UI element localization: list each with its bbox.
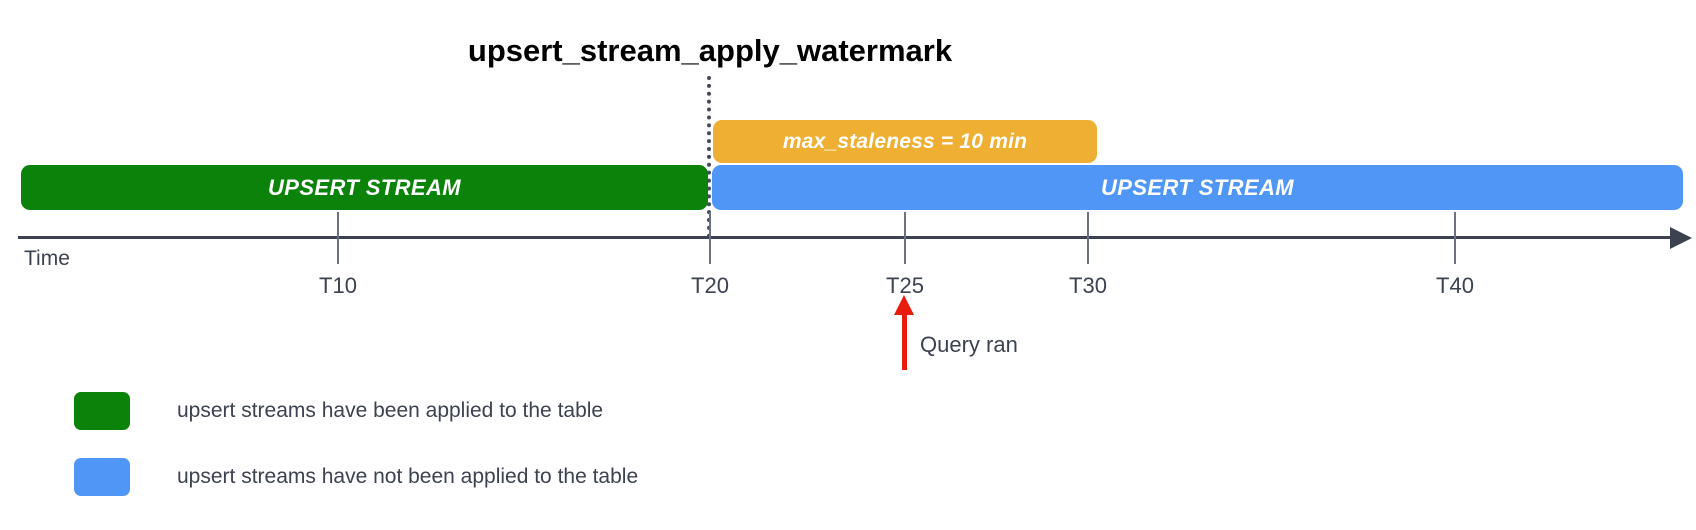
axis-tick-t30 [1087,212,1089,264]
time-axis-line [18,236,1676,239]
axis-tick-t25 [904,212,906,264]
diagram-title: upsert_stream_apply_watermark [467,33,953,68]
legend-swatch [74,392,130,430]
time-axis-label: Time [24,247,70,270]
axis-tick-t10 [337,212,339,264]
axis-tick-t20 [709,212,711,264]
axis-tick-label-t10: T10 [319,273,357,298]
axis-tick-label-t20: T20 [691,273,729,298]
max-staleness-label: max_staleness = 10 min [782,129,1028,153]
query-ran-arrow-icon [894,295,914,315]
axis-tick-label-t25: T25 [886,273,924,298]
axis-tick-label-t40: T40 [1436,273,1474,298]
query-ran-label: Query ran [920,332,1018,357]
legend-item: upsert streams have been applied to the … [74,387,638,435]
upsert-stream-not-applied-label: UPSERT STREAM [1100,174,1295,200]
legend-label: upsert streams have not been applied to … [177,465,639,488]
upsert-stream-not-applied-bar: UPSERT STREAM [712,165,1683,210]
legend-item: upsert streams have not been applied to … [74,453,638,501]
max-staleness-bar: max_staleness = 10 min [713,120,1097,163]
watermark-dotted-line [707,76,711,238]
upsert-stream-applied-label: UPSERT STREAM [267,174,462,200]
legend-label: upsert streams have been applied to the … [177,399,604,422]
axis-tick-t40 [1454,212,1456,264]
legend: upsert streams have been applied to the … [74,387,638,519]
axis-tick-label-t30: T30 [1069,273,1107,298]
query-ran-arrow-shaft [902,310,907,370]
legend-swatch [74,458,130,496]
upsert-stream-applied-bar: UPSERT STREAM [21,165,708,210]
time-axis-arrow-icon [1670,227,1692,249]
